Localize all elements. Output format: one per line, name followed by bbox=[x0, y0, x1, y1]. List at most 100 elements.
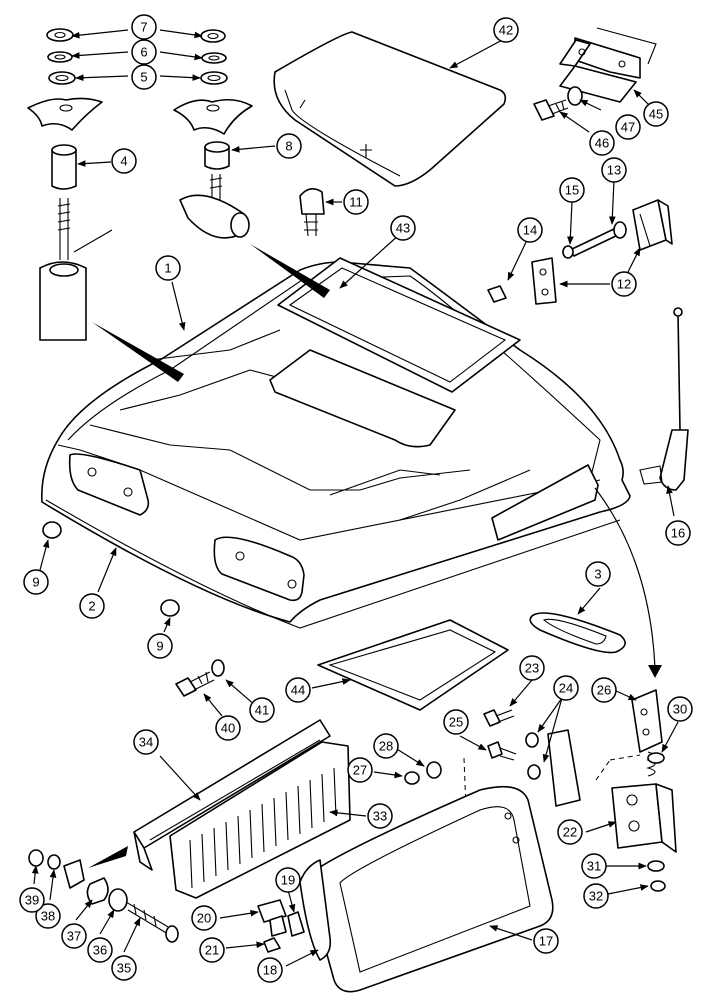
part-23-bolt bbox=[483, 709, 515, 727]
callout-label: 8 bbox=[285, 139, 292, 154]
callout-label: 9 bbox=[156, 639, 163, 654]
side-window-left bbox=[68, 453, 150, 516]
callout-31: 31 bbox=[581, 853, 607, 879]
callout-label: 47 bbox=[621, 120, 635, 135]
callout-14: 14 bbox=[517, 217, 543, 243]
callout-label: 46 bbox=[595, 136, 609, 151]
callout-label: 7 bbox=[140, 20, 147, 35]
callout-label: 17 bbox=[539, 934, 553, 949]
callout-label: 28 bbox=[379, 739, 393, 754]
part-35-bolt bbox=[125, 901, 179, 943]
callout-38: 38 bbox=[35, 903, 61, 929]
part-16-antenna bbox=[639, 307, 689, 491]
callout-25: 25 bbox=[443, 709, 469, 735]
callout-7: 7 bbox=[131, 14, 157, 40]
part-46-bolt bbox=[533, 99, 569, 121]
callout-21: 21 bbox=[199, 937, 225, 963]
part-17-door-panel bbox=[305, 785, 554, 993]
callout-label: 30 bbox=[673, 702, 687, 717]
part-9-plug-center bbox=[160, 599, 180, 617]
callout-label: 26 bbox=[597, 683, 611, 698]
callout-28: 28 bbox=[373, 733, 399, 759]
callout-47: 47 bbox=[615, 114, 641, 140]
part-31-washer bbox=[647, 860, 665, 872]
callout-27: 27 bbox=[347, 757, 373, 783]
callout-15: 15 bbox=[559, 177, 585, 203]
callout-label: 11 bbox=[349, 195, 363, 210]
part-40-bolt bbox=[175, 671, 215, 697]
part-38-washer bbox=[47, 854, 61, 870]
part-43-window-frame bbox=[269, 257, 521, 448]
callout-6: 6 bbox=[131, 39, 157, 65]
callout-label: 22 bbox=[563, 825, 577, 840]
callout-label: 42 bbox=[499, 23, 513, 38]
callout-45: 45 bbox=[643, 101, 669, 127]
callout-label: 13 bbox=[607, 163, 621, 178]
callout-1: 1 bbox=[155, 255, 181, 281]
part-12-block bbox=[632, 199, 673, 251]
callout-42: 42 bbox=[493, 17, 519, 43]
part-9-plug-left bbox=[42, 521, 62, 539]
callout-39: 39 bbox=[19, 887, 45, 913]
callout-32: 32 bbox=[583, 883, 609, 909]
callout-label: 5 bbox=[140, 70, 147, 85]
callout-26: 26 bbox=[591, 677, 617, 703]
callout-3: 3 bbox=[585, 561, 611, 587]
callout-label: 36 bbox=[93, 943, 107, 958]
part-47-washer bbox=[567, 86, 583, 106]
part-14-plate bbox=[487, 257, 557, 305]
callout-label: 40 bbox=[221, 721, 235, 736]
callout-18: 18 bbox=[257, 957, 283, 983]
part-45-bracket bbox=[559, 27, 657, 103]
callout-label: 24 bbox=[559, 681, 573, 696]
callout-11: 11 bbox=[343, 189, 369, 215]
callout-label: 32 bbox=[589, 889, 603, 904]
callout-label: 14 bbox=[523, 223, 537, 238]
callout-22: 22 bbox=[557, 819, 583, 845]
callout-40: 40 bbox=[215, 715, 241, 741]
part-18-seal bbox=[299, 859, 332, 961]
callout-5: 5 bbox=[131, 64, 157, 90]
part-42-cover bbox=[273, 31, 507, 187]
callout-8: 8 bbox=[276, 133, 302, 159]
part-24-washer-top bbox=[525, 732, 539, 748]
callout-label: 2 bbox=[88, 599, 95, 614]
callout-label: 19 bbox=[281, 873, 295, 888]
callout-24: 24 bbox=[553, 675, 579, 701]
wiring-arrow-left bbox=[92, 322, 184, 382]
part-11-latch bbox=[299, 188, 325, 237]
callout-2: 2 bbox=[79, 593, 105, 619]
callout-label: 33 bbox=[373, 809, 387, 824]
side-window-right bbox=[491, 464, 599, 541]
callout-label: 45 bbox=[649, 107, 663, 122]
wiring-arrow-bottom bbox=[88, 846, 128, 868]
callout-label: 21 bbox=[205, 943, 219, 958]
callout-44: 44 bbox=[285, 677, 311, 703]
part-3-filter-ring bbox=[529, 612, 626, 654]
callout-label: 25 bbox=[449, 715, 463, 730]
callout-label: 3 bbox=[594, 567, 601, 582]
part-27-washer bbox=[404, 771, 420, 785]
callout-label: 27 bbox=[353, 763, 367, 778]
callout-34: 34 bbox=[133, 729, 159, 755]
shim-plate bbox=[547, 729, 581, 807]
callout-37: 37 bbox=[61, 923, 87, 949]
part-41-washer bbox=[211, 659, 225, 677]
part-39-nut bbox=[28, 849, 44, 867]
leader-lines bbox=[31, 29, 679, 967]
callout-33: 33 bbox=[367, 803, 393, 829]
callout-label: 4 bbox=[120, 154, 127, 169]
callout-19: 19 bbox=[275, 867, 301, 893]
part-21-screw bbox=[263, 937, 281, 953]
callout-9-left: 9 bbox=[23, 569, 49, 595]
part-24-washer-bottom bbox=[527, 764, 541, 780]
callout-9-center: 9 bbox=[147, 633, 173, 659]
callout-label: 35 bbox=[117, 961, 131, 976]
callout-41: 41 bbox=[249, 697, 275, 723]
callout-label: 9 bbox=[32, 575, 39, 590]
callout-43: 43 bbox=[390, 215, 416, 241]
callout-label: 31 bbox=[587, 859, 601, 874]
part-44-gasket bbox=[317, 619, 509, 711]
callout-label: 37 bbox=[67, 929, 81, 944]
